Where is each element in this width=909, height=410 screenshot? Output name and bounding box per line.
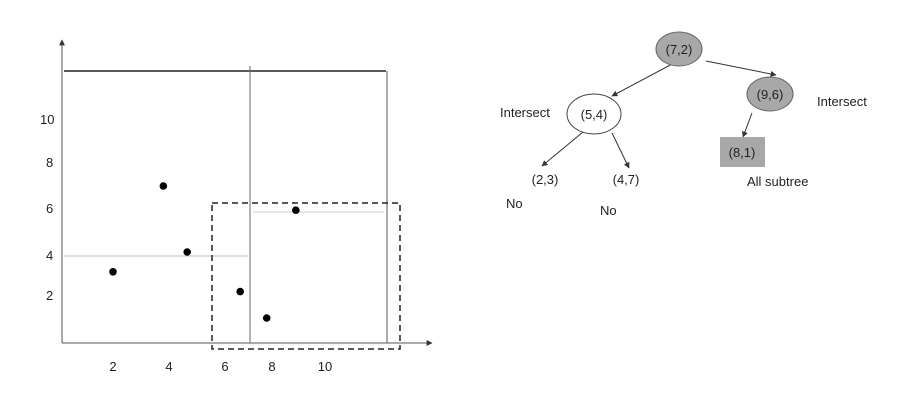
tree-node-left-label: (5,4)	[581, 107, 608, 122]
no-label-right: No	[600, 203, 617, 218]
x-tick-label: 8	[268, 359, 275, 374]
kd-tree: (7,2) (5,4) Intersect (9,6) Intersect (8…	[500, 31, 867, 218]
y-tick-label: 2	[46, 288, 53, 303]
x-tick-label: 2	[109, 359, 116, 374]
tree-edge	[611, 132, 630, 169]
data-point	[159, 182, 168, 190]
x-tick-label: 4	[165, 359, 172, 374]
tree-edge	[742, 112, 753, 138]
data-point	[236, 287, 244, 296]
tree-node-left-left-label: (2,3)	[532, 172, 559, 187]
all-subtree-label: All subtree	[747, 174, 808, 189]
intersect-label-left: Intersect	[500, 105, 550, 120]
x-tick-label: 6	[221, 359, 228, 374]
tree-node-root	[655, 31, 703, 67]
kd-partition-plot: 2 4 6 8 10 10 8 6 4 2	[40, 39, 433, 374]
tree-edge	[611, 62, 675, 97]
tree-node-right-label: (9,6)	[757, 87, 784, 102]
data-points	[109, 182, 300, 322]
tree-node-left-right-label: (4,7)	[613, 172, 640, 187]
y-tick-label: 4	[46, 248, 53, 263]
x-tick-label: 10	[318, 359, 332, 374]
y-tick-label: 6	[46, 201, 53, 216]
tree-node-right-child	[720, 137, 765, 167]
tree-node-right	[746, 76, 794, 112]
tree-node-root-label: (7,2)	[666, 42, 693, 57]
data-point	[262, 314, 271, 322]
data-point	[183, 248, 191, 256]
tree-edge	[705, 60, 777, 77]
y-tick-label: 8	[46, 155, 53, 170]
data-point	[109, 268, 117, 276]
no-label-left: No	[506, 196, 523, 211]
query-rectangle	[211, 202, 401, 350]
tree-edge	[541, 131, 584, 167]
y-tick-label: 10	[40, 112, 54, 127]
tree-node-left	[566, 93, 622, 135]
intersect-label-right: Intersect	[817, 94, 867, 109]
data-point	[292, 206, 300, 214]
tree-node-right-child-label: (8,1)	[729, 145, 756, 160]
